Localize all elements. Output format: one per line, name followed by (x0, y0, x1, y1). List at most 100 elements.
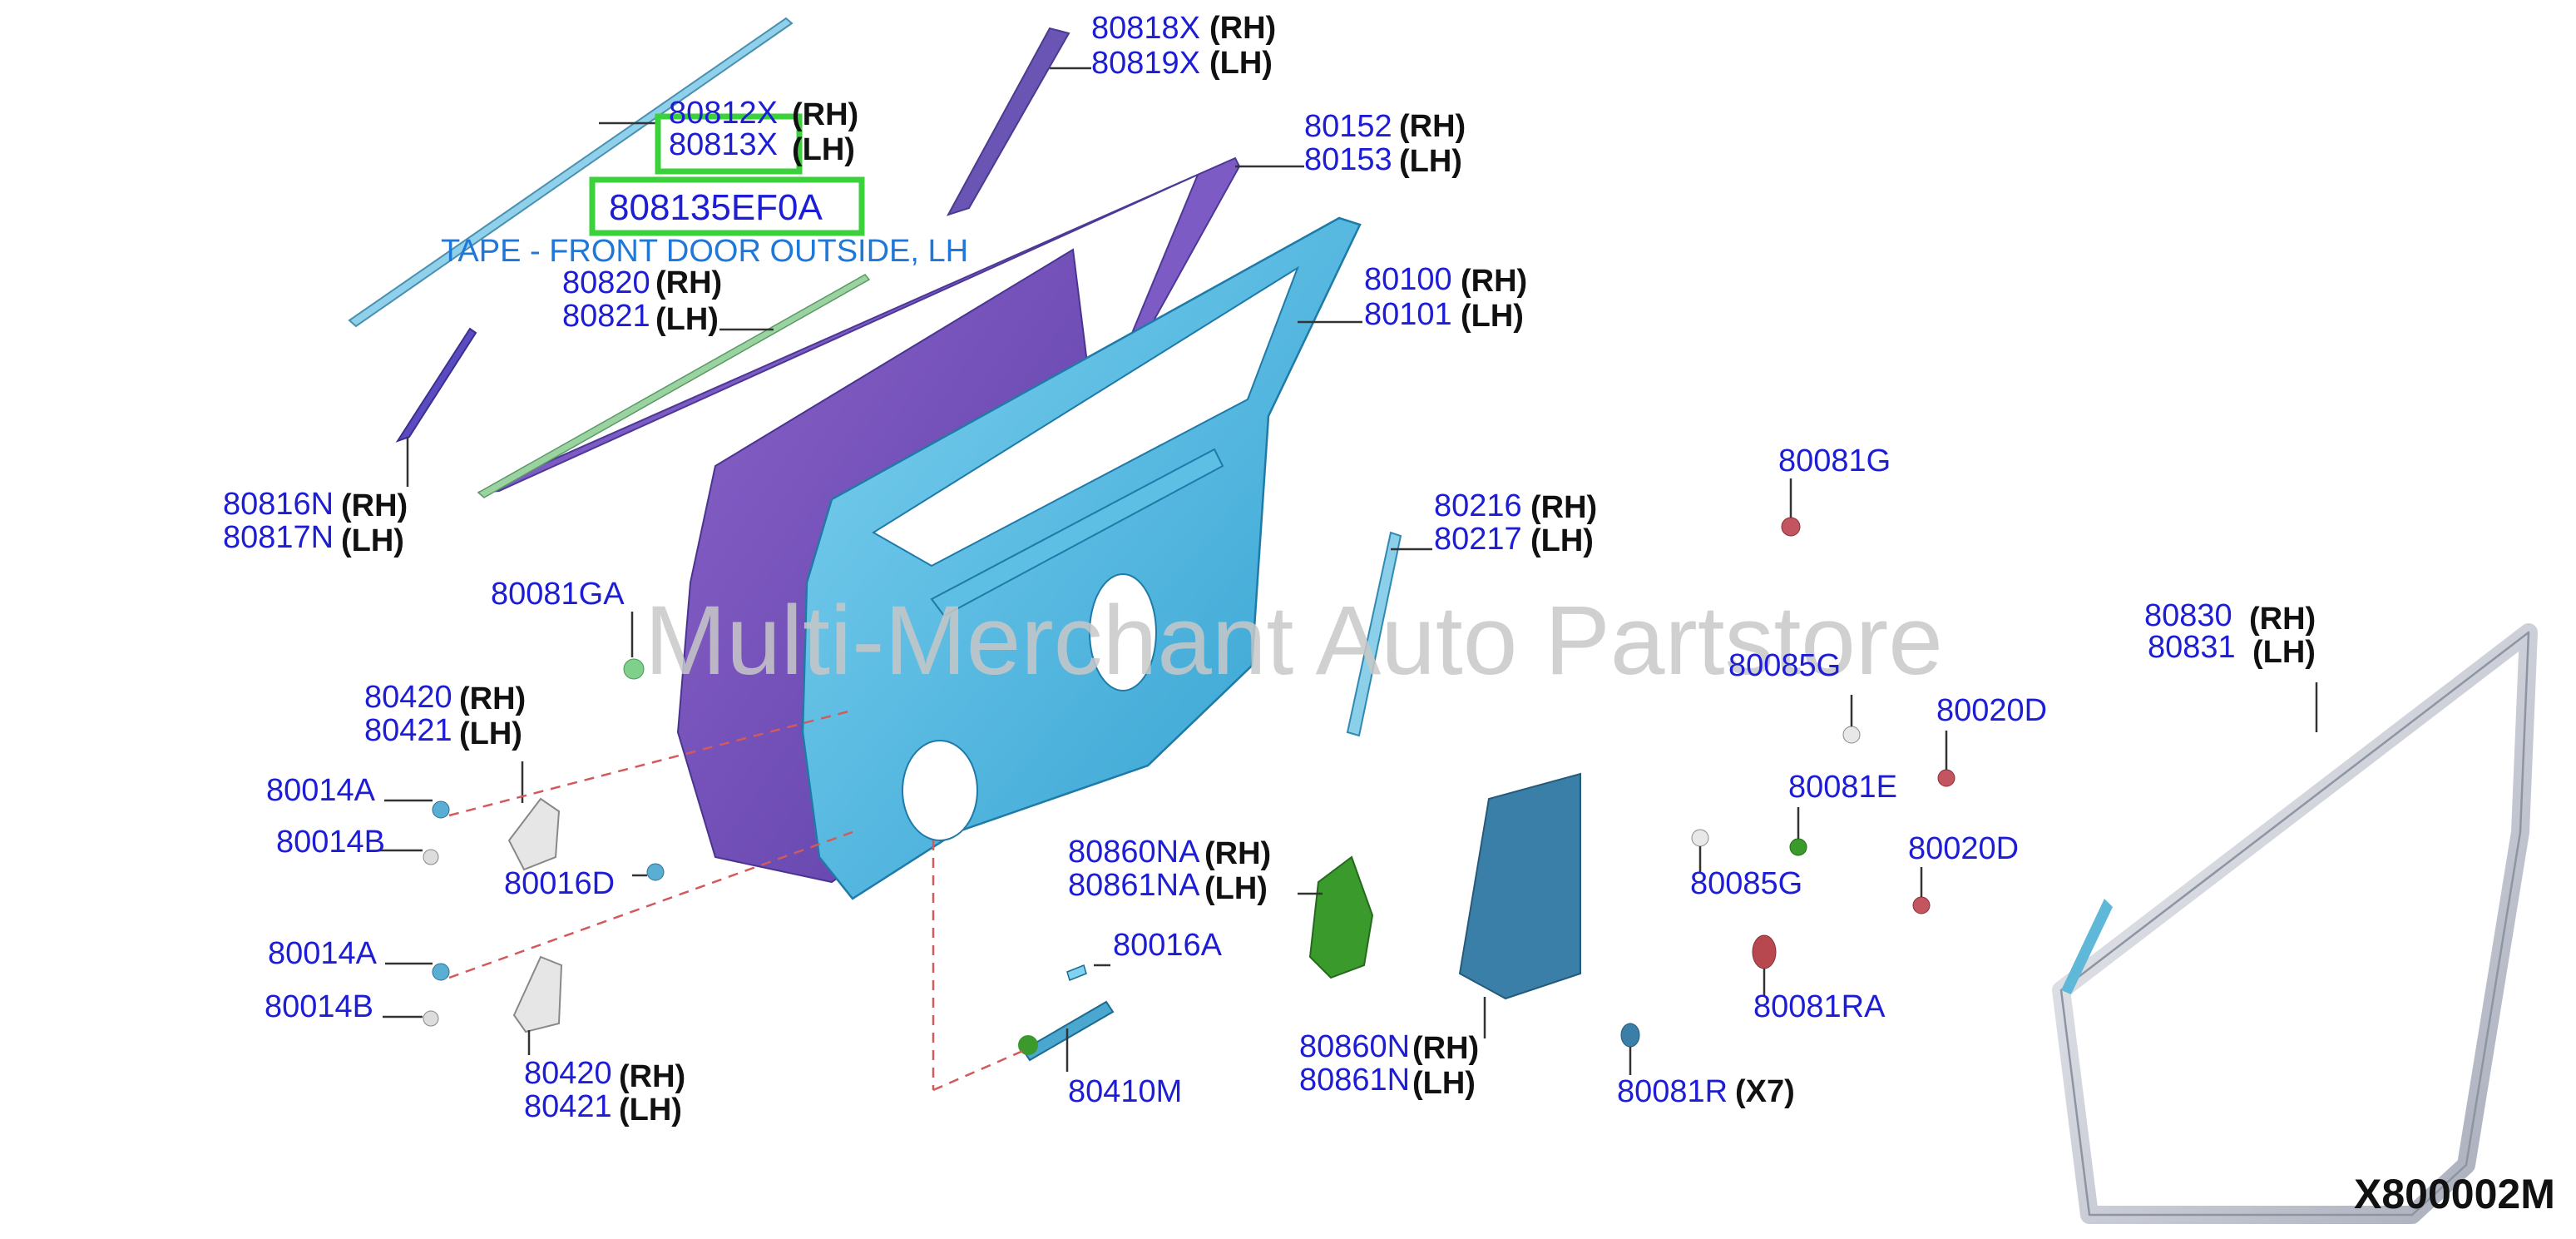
label-80152-num: 80152 (1304, 109, 1392, 144)
sealing-screen-part (1458, 772, 1581, 1000)
label-80020d-bot: 80020D (1908, 831, 2019, 866)
highlight-box-part-number (589, 176, 865, 236)
highlight-part-number[interactable]: 808135EF0A (609, 187, 823, 228)
label-80014a-bot: 80014A (268, 936, 378, 971)
label-80818x-num: 80818X (1091, 11, 1200, 46)
label-80830-side: (RH) (2249, 602, 2316, 637)
lower-hinge-part (512, 955, 563, 1033)
label-80085g-top: 80085G (1728, 648, 1841, 683)
clip-80020d-bot (1912, 896, 1931, 914)
label-80821-num: 80821 (562, 299, 650, 334)
diagram-code: X800002M (2354, 1171, 2555, 1217)
sash-tape-rear-part (946, 27, 1070, 216)
label-80819x-side: (LH) (1209, 46, 1273, 81)
label-80819x-num: 80819X (1091, 46, 1200, 81)
leader-lines (378, 67, 2318, 1075)
bolt-80014b-top (423, 849, 439, 865)
label-80216-num: 80216 (1434, 488, 1522, 523)
label-80085g-bot: 80085G (1690, 866, 1802, 901)
label-80421-top-num: 80421 (364, 713, 452, 748)
label-80831-num: 80831 (2148, 630, 2236, 665)
label-80410m: 80410M (1068, 1074, 1182, 1109)
label-80861na-num: 80861NA (1068, 868, 1200, 903)
label-80153-side: (LH) (1399, 144, 1462, 179)
upper-hinge-part (507, 797, 561, 871)
label-80014b-bot: 80014B (265, 989, 373, 1024)
door-check-bolt (1066, 964, 1087, 982)
label-80421-bot-num: 80421 (524, 1089, 612, 1124)
label-80813x-side: (LH) (792, 132, 855, 167)
label-80101-num: 80101 (1364, 297, 1452, 332)
label-80014b-top: 80014B (276, 825, 385, 860)
watermark: Multi-Merchant Auto Partstore (645, 586, 1943, 696)
label-80812x-side: (RH) (792, 97, 858, 132)
label-80020d-top: 80020D (1936, 693, 2047, 728)
label-80817n-side: (LH) (341, 523, 404, 558)
label-80816n-side: (RH) (341, 488, 408, 523)
bolt-80014a-top (432, 800, 450, 819)
label-80830-num: 80830 (2144, 598, 2232, 633)
label-80821-side: (LH) (655, 302, 719, 337)
label-80421-top-side: (LH) (459, 716, 522, 751)
clip-80085g-top (1842, 726, 1861, 744)
label-80820-num: 80820 (562, 265, 650, 300)
door-weatherstrip-outline (2059, 631, 2530, 1217)
label-80100-side: (RH) (1461, 264, 1527, 299)
label-80420-top-side: (RH) (459, 681, 526, 716)
label-80016a: 80016A (1113, 928, 1223, 963)
label-80217-side: (LH) (1530, 523, 1594, 558)
label-80100-num: 80100 (1364, 262, 1452, 297)
bolt-80014a-bot (432, 963, 450, 981)
label-80420-bot-side: (RH) (619, 1059, 685, 1094)
label-80101-side: (LH) (1461, 299, 1524, 334)
door-check-bracket (1018, 1035, 1038, 1055)
label-80153-num: 80153 (1304, 142, 1392, 177)
label-80152-side: (RH) (1399, 109, 1466, 144)
label-80812x-num: 80812X (669, 96, 778, 131)
service-hole (1089, 573, 1157, 691)
label-80860n-num: 80860N (1299, 1029, 1410, 1064)
regulator-part (930, 448, 1224, 617)
label-80817n-num: 80817N (223, 520, 334, 555)
label-80860na-side: (RH) (1204, 836, 1271, 871)
label-80081g: 80081G (1778, 444, 1891, 478)
label-80816n-num: 80816N (223, 487, 334, 522)
plug-80081g (1781, 517, 1801, 537)
label-80081r-num: 80081R (1617, 1074, 1728, 1109)
label-80217-num: 80217 (1434, 522, 1522, 557)
label-80813x-num[interactable]: 80813X (669, 127, 778, 162)
label-80081e: 80081E (1788, 770, 1897, 805)
highlight-description: TAPE - FRONT DOOR OUTSIDE, LH (441, 234, 968, 269)
label-80016d: 80016D (504, 866, 615, 901)
label-80820-side: (RH) (655, 265, 722, 300)
label-80081ga: 80081GA (491, 577, 625, 612)
label-80014a-top: 80014A (266, 773, 376, 808)
label-80860na-num: 80860NA (1068, 835, 1200, 870)
label-80861na-side: (LH) (1204, 871, 1268, 906)
label-80421-bot-side: (LH) (619, 1093, 682, 1127)
label-80081ra: 80081RA (1753, 989, 1886, 1024)
label-80818x-side: (RH) (1209, 11, 1276, 46)
clip-80085g-bot (1691, 829, 1709, 847)
door-pad-part (1308, 855, 1374, 979)
sash-tape-front-part (395, 327, 477, 443)
label-80861n-num: 80861N (1299, 1063, 1410, 1098)
label-80420-bot-num: 80420 (524, 1056, 612, 1091)
label-80861n-side: (LH) (1412, 1066, 1476, 1101)
grommet-80081ga (623, 658, 645, 680)
label-80420-top-num: 80420 (364, 680, 452, 715)
service-hole (902, 740, 978, 841)
label-80831-side: (LH) (2252, 635, 2316, 670)
outside-moulding-part (348, 17, 794, 328)
clip-80020d-top (1937, 769, 1955, 787)
plug-80081r (1620, 1023, 1640, 1048)
door-weatherstrip-accent (2061, 899, 2113, 994)
clip-80081e (1789, 838, 1807, 856)
bolt-80016d (646, 863, 665, 881)
door-weatherstrip-part (2052, 623, 2538, 1224)
assembly-dash-lines (448, 710, 1026, 1092)
door-window-opening (872, 265, 1299, 567)
sash-channel-part (1346, 531, 1402, 737)
